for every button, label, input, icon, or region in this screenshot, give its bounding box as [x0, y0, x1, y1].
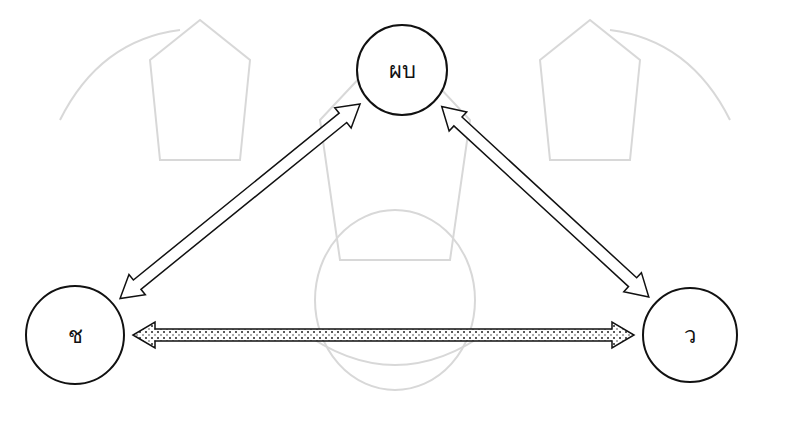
block-arrow	[120, 104, 360, 298]
circle-node: ผบ	[356, 24, 448, 116]
block-arrow	[442, 107, 649, 298]
node-label: ว	[684, 318, 696, 353]
circle-node: ช	[25, 285, 125, 385]
block-arrow	[133, 322, 634, 348]
node-label: ผบ	[389, 53, 416, 88]
node-label: ช	[68, 318, 83, 353]
circle-node: ว	[642, 287, 738, 383]
